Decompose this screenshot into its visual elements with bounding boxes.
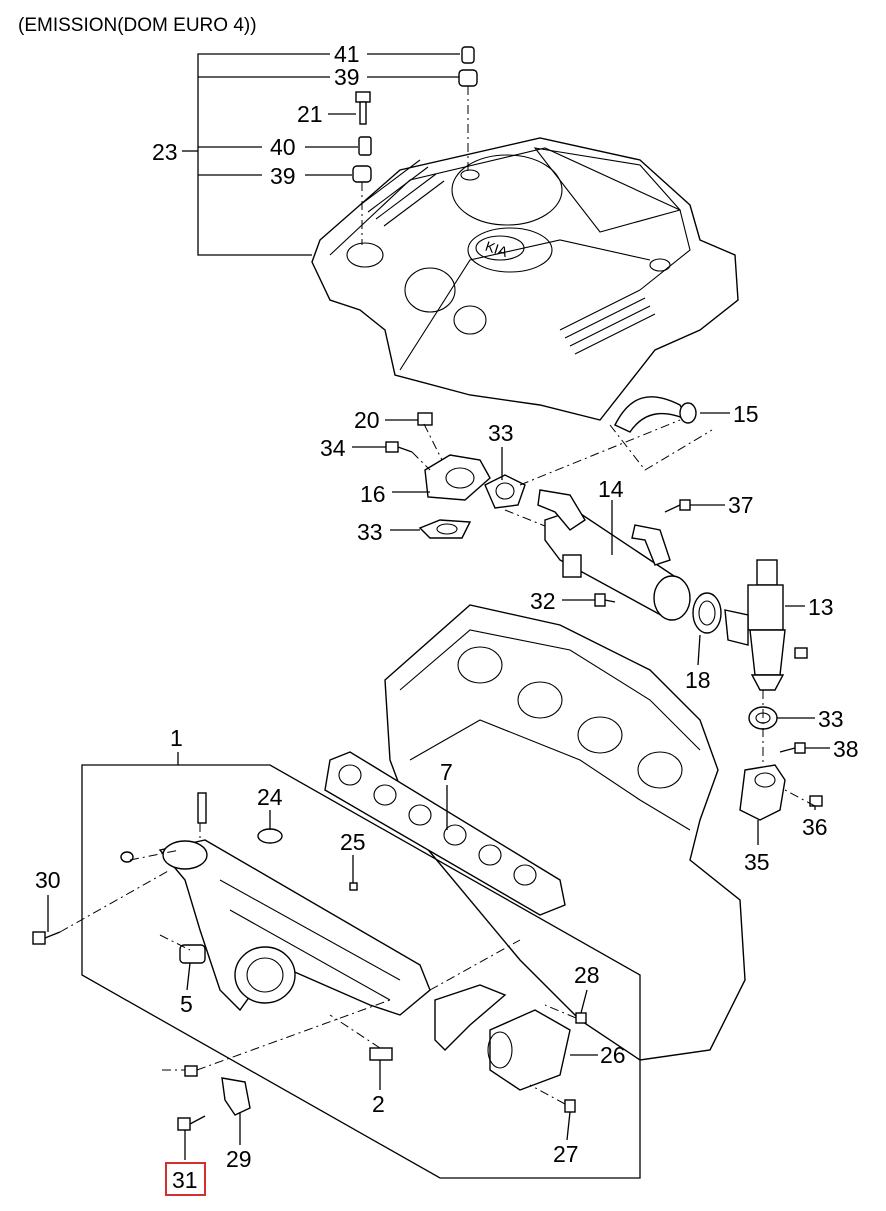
label-41: 41 [334,41,360,67]
label-31[interactable]: 31 [172,1167,198,1193]
label-24: 24 [257,784,283,810]
gasket-18 [692,592,722,634]
engine-cover: KIA [311,137,739,421]
label-40: 40 [270,134,296,160]
label-38: 38 [833,736,859,762]
label-16: 16 [360,481,386,507]
bolt-38 [779,742,806,754]
label-2: 2 [372,1091,385,1117]
label-1: 1 [170,725,183,751]
label-18: 18 [685,667,711,693]
label-33-a: 33 [488,420,514,446]
bracket-29 [221,1077,251,1116]
label-34: 34 [320,435,346,461]
svg-text:KIA: KIA [483,238,510,260]
spacer-40 [358,136,372,156]
label-30: 30 [35,867,61,893]
plug-25 [349,882,358,891]
stud-30 [32,931,61,945]
bolt-32 [594,593,616,607]
egr-valve-13 [724,559,786,691]
label-7: 7 [440,759,453,785]
label-23: 23 [152,139,178,165]
cap-small [120,851,134,863]
label-39-top: 39 [334,64,360,90]
grommet-39-bottom [352,165,372,183]
bolt-34 [385,441,413,453]
label-14: 14 [598,476,624,502]
exhaust-gasket-7 [324,751,566,916]
egr-cooler-14 [537,489,691,621]
label-15: 15 [733,401,759,427]
stud-top [197,792,207,824]
label-39-bottom: 39 [270,163,296,189]
label-5: 5 [180,991,193,1017]
gasket-33-b [418,519,472,539]
intake-manifold [158,839,431,1016]
bolt-28 [575,1012,587,1024]
actuator-26 [434,984,571,1091]
cylinder-head [384,604,746,1061]
flange-16 [424,454,491,501]
label-33-b: 33 [357,519,383,545]
nut-20 [417,412,433,426]
bolt-37 [664,499,691,513]
plug-24 [257,828,283,844]
gasket-33-a [484,474,526,509]
grommet-41 [461,46,475,64]
label-28: 28 [574,962,600,988]
bolt-2 [369,1047,393,1061]
bolt-31 [177,1115,206,1131]
bolt-27 [564,1099,576,1113]
label-32: 32 [530,588,556,614]
label-35: 35 [744,849,770,875]
nut-13-side [794,647,808,659]
label-13: 13 [808,594,834,620]
label-33-c: 33 [818,706,844,732]
pin-5 [179,944,206,964]
label-37: 37 [728,492,754,518]
label-21: 21 [297,101,323,127]
label-36: 36 [802,814,828,840]
hose-15 [614,396,697,433]
label-20: 20 [354,407,380,433]
grommet-39-top [458,69,478,87]
label-26: 26 [600,1042,626,1068]
diagram-title: (EMISSION(DOM EURO 4)) [18,15,257,36]
nut-36 [809,795,823,807]
adapter-35 [739,764,786,821]
bolt-21 [355,91,371,125]
nut-left [184,1065,198,1077]
label-27: 27 [553,1141,579,1167]
label-25: 25 [340,829,366,855]
highlight-box-31 [165,1162,206,1196]
label-29: 29 [226,1146,252,1172]
